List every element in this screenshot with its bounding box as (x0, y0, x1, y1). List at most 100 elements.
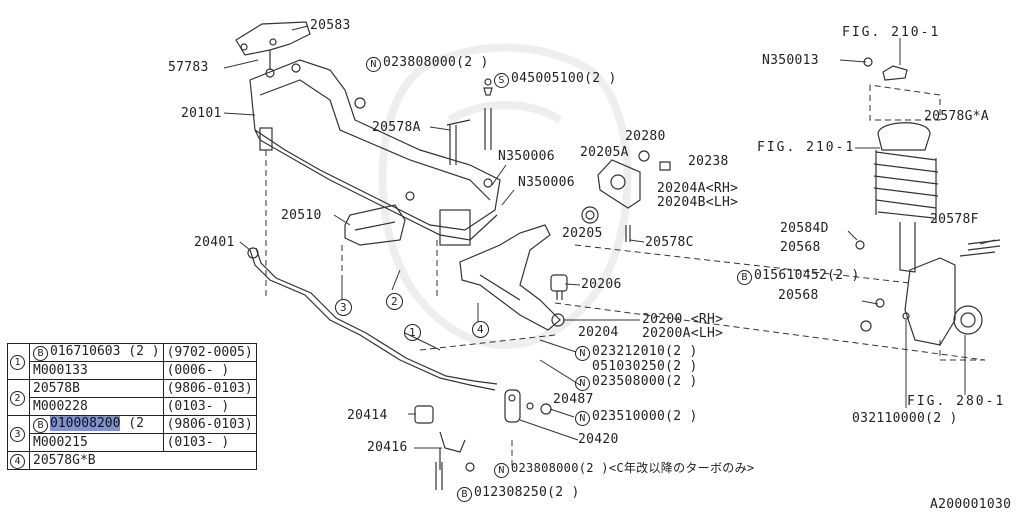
bracket-20510 (344, 204, 406, 246)
s-symbol: S (494, 73, 509, 88)
legend-date-cell: (9806-0103) (162, 379, 257, 398)
label-20568-b: 20568 (778, 288, 819, 303)
b-symbol: B (457, 487, 472, 502)
label-fig-210-1-mid: FIG. 210-1 (757, 140, 856, 155)
ref-marker-4: 4 (472, 321, 491, 338)
legend-date-cell: (0103- ) (162, 433, 257, 452)
label-20578F: 20578F (930, 212, 979, 227)
label-N350006-a: N350006 (498, 149, 555, 164)
label-20206: 20206 (581, 277, 622, 292)
n-symbol: N (575, 411, 590, 426)
label-20584D: 20584D (780, 221, 829, 236)
label-20200A: 20200A<LH> (642, 326, 724, 341)
n-symbol: N (575, 346, 590, 361)
label-20487: 20487 (553, 392, 594, 407)
ref-marker-2: 2 (386, 293, 405, 310)
label-20568-a: 20568 (780, 240, 821, 255)
label-20205: 20205 (562, 226, 603, 241)
n-symbol: N (366, 57, 381, 72)
label-20578GA: 20578G*A (924, 109, 990, 124)
legend-row: M000133 (0006- ) (8, 361, 257, 380)
dashed-leaders (265, 84, 986, 470)
label-fig-280-1: FIG. 280-1 (907, 394, 1006, 409)
diagram-id: A200001030 (930, 497, 1012, 512)
legend-date-cell: (9806-0103) (162, 415, 257, 434)
watermark (378, 43, 632, 349)
lower-arm-20200 (459, 224, 565, 331)
label-20204A: 20204A<RH> (657, 181, 739, 196)
nut-023808000-bottom (465, 462, 475, 472)
label-20205A: 20205A (580, 145, 629, 160)
legend-part-cell[interactable]: 20578G*B (29, 451, 257, 470)
bolt-20578A (446, 78, 493, 165)
crossmember-20101 (249, 59, 501, 246)
label-032110000: 032110000(2 ) (852, 411, 958, 426)
legend-group-number: 1 (7, 343, 30, 380)
ref-marker-3: 3 (335, 299, 354, 316)
legend-group-number: 2 (7, 379, 30, 416)
label-20204B: 20204B<LH> (657, 195, 739, 210)
bushing-20204 (581, 150, 671, 242)
legend-date-cell: (0006- ) (162, 361, 257, 380)
legend-date-cell: (9702-0005) (162, 343, 257, 362)
legend-row: 4 20578G*B (7, 451, 257, 470)
label-20578C: 20578C (645, 235, 694, 250)
bolt-012308250 (435, 462, 443, 490)
stabilizer-20401 (247, 247, 498, 391)
strut-assembly (863, 57, 1001, 273)
n-symbol: N (494, 463, 509, 478)
clamp-20416 (439, 431, 466, 470)
label-N350013: N350013 (762, 53, 819, 68)
label-20583: 20583 (310, 18, 351, 33)
label-20238: 20238 (688, 154, 729, 169)
legend-group-number: 4 (7, 451, 30, 470)
b-symbol: B (33, 346, 48, 361)
label-57783: 57783 (168, 60, 209, 75)
n-symbol: N (575, 376, 590, 391)
legend-part-cell[interactable]: M000133 (29, 361, 164, 380)
legend-date-cell: (0103- ) (162, 397, 257, 416)
highlighted-part-number[interactable]: 010008200 (50, 416, 121, 431)
label-20401: 20401 (194, 235, 235, 250)
link-20420 (504, 389, 552, 423)
label-20101: 20101 (181, 106, 222, 121)
label-20578A: 20578A (372, 120, 421, 135)
label-20420: 20420 (578, 432, 619, 447)
ball-joint-20206 (550, 274, 568, 300)
b-symbol: B (737, 270, 752, 285)
label-051030250: 051030250(2 ) (592, 359, 698, 374)
legend-part-cell[interactable]: M000228 (29, 397, 164, 416)
legend-part-cell[interactable]: 20578B (29, 379, 164, 398)
label-20414: 20414 (347, 408, 388, 423)
nut-023808000-top (354, 97, 366, 109)
bracket-20583 (235, 21, 311, 70)
legend-part-cell[interactable]: M000215 (29, 433, 164, 452)
bushing-20414 (414, 405, 434, 424)
knuckle (855, 240, 983, 346)
b-symbol: B (33, 418, 48, 433)
label-fig-210-1-top: FIG. 210-1 (842, 25, 941, 40)
legend-row: 2 20578B (9806-0103) (7, 379, 257, 416)
legend-row: M000215 (0103- ) (8, 433, 257, 452)
legend-row: M000228 (0103- ) (8, 397, 257, 416)
label-20510: 20510 (281, 208, 322, 223)
label-N350006-b: N350006 (518, 175, 575, 190)
label-20200: 20200 <RH> (642, 312, 724, 327)
label-20416: 20416 (367, 440, 408, 455)
legend-group-number: 3 (7, 415, 30, 452)
ref-marker-1: 1 (404, 324, 423, 341)
